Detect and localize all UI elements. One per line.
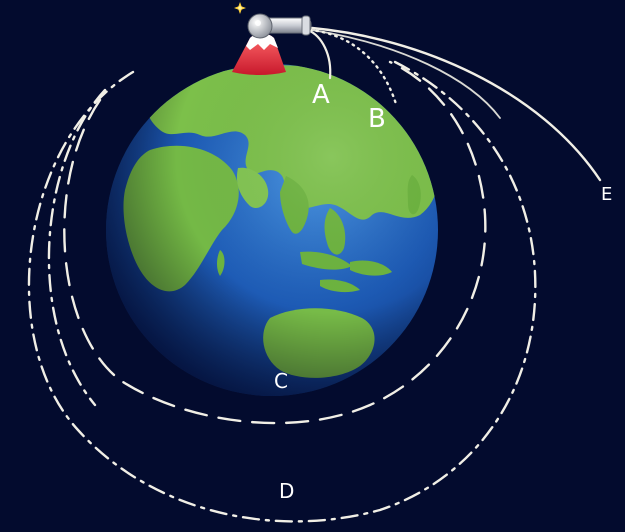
earth-globe bbox=[106, 64, 438, 396]
label-d: D bbox=[279, 479, 295, 503]
cannon-icon bbox=[247, 13, 312, 39]
snow-capped-mountain bbox=[232, 33, 286, 75]
orbit-c-trajectory bbox=[63, 60, 487, 425]
trajectory-e-secondary bbox=[311, 29, 501, 119]
trajectory-a bbox=[306, 28, 332, 80]
label-b: B bbox=[368, 104, 386, 134]
label-c: C bbox=[274, 369, 288, 393]
label-e: E bbox=[601, 184, 613, 205]
trajectory-e bbox=[310, 26, 602, 182]
orbit-d-trajectory bbox=[27, 60, 537, 523]
label-a: A bbox=[312, 80, 330, 110]
star-flash-icon bbox=[234, 2, 246, 14]
